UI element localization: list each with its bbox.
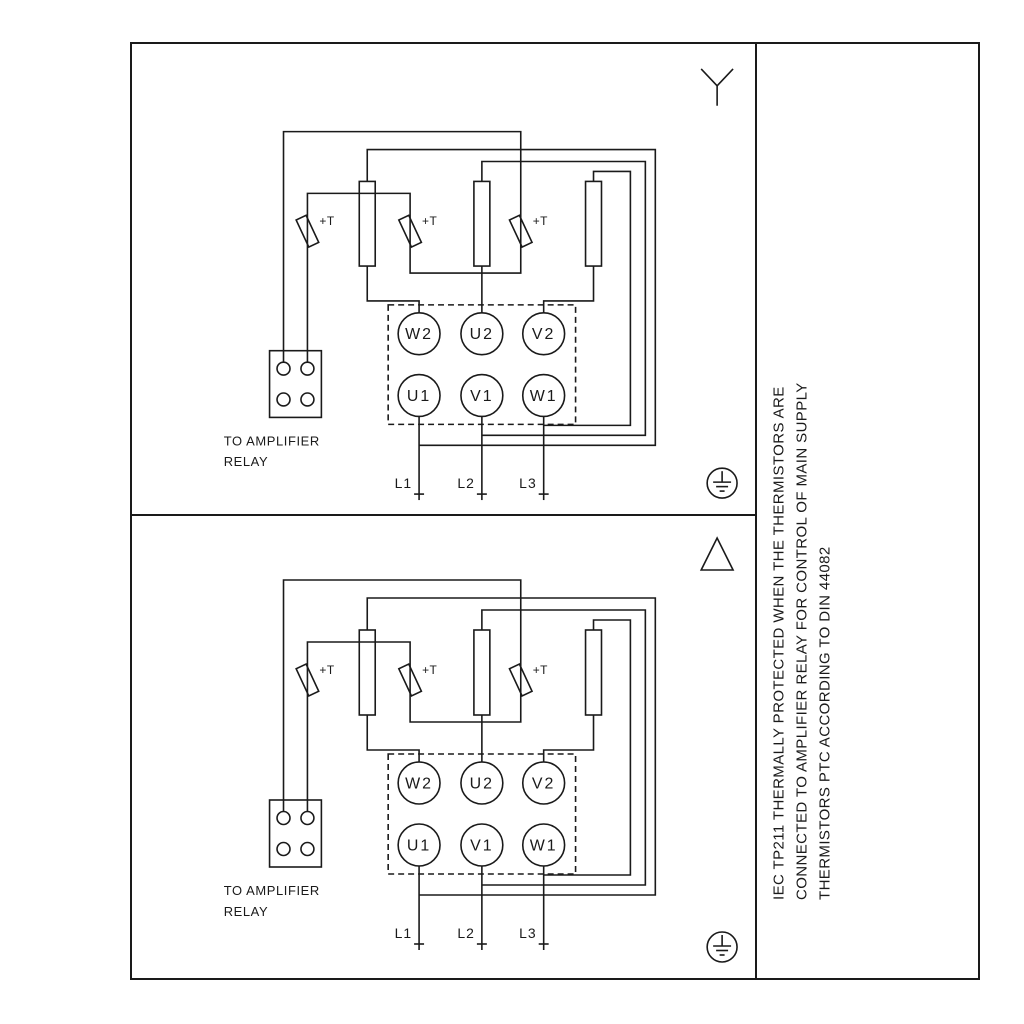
winding3-coil-icon [584,180,603,267]
supply-l3-label: L3 [519,475,537,491]
thermistor1-label: +T [319,214,334,228]
relay-note-line1: TO AMPLIFIER [224,433,320,448]
winding3-bottom-wire [542,715,595,762]
winding1-top-wire [366,148,657,447]
winding1-bottom-wire [366,266,420,313]
terminal-v2-label: V2 [532,775,555,792]
winding3-top-wire [543,619,632,876]
terminal-w1-label: W1 [530,388,558,405]
relay-terminal [300,392,315,407]
thermistor2-icon [397,214,423,249]
delta-connection-panel: +T +T +T W2 U2 V2 U1 V1 W1 TO AMPLIFIER … [132,516,755,978]
side-note-line: CONNECTED TO AMPLIFIER RELAY FOR CONTROL… [793,382,811,900]
relay-terminal-box [268,799,323,868]
terminal-v2-label: V2 [532,326,555,343]
star-connection-panel: +T +T +T W2 U2 V2 U1 V1 W1 TO AMPLIFIER … [132,44,755,514]
thermistor1-icon [295,214,320,249]
supply-l1-label: L1 [395,475,413,491]
terminal-v1-label: V1 [470,388,493,405]
winding2-top-wire [481,160,647,437]
terminal-v2 [521,312,566,356]
relay-terminal [300,841,315,857]
relay-terminal [276,361,291,376]
terminal-u2-label: U2 [470,775,494,792]
thermistor3-icon [508,663,534,697]
winding3-top-wire [543,170,632,427]
thermistor1-label: +T [319,663,334,677]
relay-note-line1: TO AMPLIFIER [224,883,320,898]
supply-l2-label: L2 [457,925,475,941]
supply-l1-label: L1 [395,925,413,941]
diagram-frame: +T +T +T W2 U2 V2 U1 V1 W1 TO AMPLIFIER … [130,42,980,980]
relay-terminal [276,810,291,826]
terminal-w2 [397,312,441,356]
thermistor-chain-wire [282,579,522,812]
star-symbol-icon [700,68,734,106]
panel-divider-horizontal [132,514,757,516]
side-note: IEC TP211 THERMALLY PROTECTED WHEN THE T… [768,360,837,900]
winding1-coil-icon [358,629,377,716]
terminal-u2-label: U2 [470,326,494,343]
ground-icon [706,467,738,499]
supply-l3-label: L3 [519,925,537,941]
winding1-bottom-wire [366,715,420,762]
delta-symbol-icon [699,536,735,571]
thermistor1-icon [295,663,320,697]
terminal-w1 [521,373,566,418]
side-note-line: THERMISTORS PTC ACCORDING TO DIN 44082 [816,546,834,900]
note-sidebar: IEC TP211 THERMALLY PROTECTED WHEN THE T… [757,44,978,978]
terminal-block-outline [387,753,577,875]
thermistor2-icon [397,663,423,697]
terminal-u1-label: U1 [407,388,431,405]
circuit [268,130,657,501]
ground-icon [706,931,738,963]
star-wiring-diagram: +T +T +T W2 U2 V2 U1 V1 W1 TO AMPLIFIER … [224,68,738,501]
winding1-top-wire [366,597,657,896]
thermistor3-label: +T [533,663,548,677]
terminal-w2 [397,761,441,805]
terminal-u1 [397,373,441,418]
terminal-u1-label: U1 [407,837,431,854]
panel-divider-vertical [755,44,757,978]
delta-wiring-diagram: +T +T +T W2 U2 V2 U1 V1 W1 TO AMPLIFIER … [224,536,738,963]
thermistor3-icon [508,214,534,249]
winding2-coil-icon [473,629,491,716]
circuit [268,579,657,950]
terminal-w1-label: W1 [530,837,558,854]
winding1-coil-icon [358,180,377,267]
relay-terminal [276,841,291,857]
supply-l2-label: L2 [457,475,475,491]
terminal-w2-label: W2 [405,326,433,343]
winding3-coil-icon [584,629,603,716]
terminal-block-outline [387,304,577,426]
relay-terminal-box [268,349,323,419]
terminal-v1 [460,373,504,418]
terminal-v1-label: V1 [470,837,493,854]
winding2-coil-icon [473,180,491,267]
relay-note-line2: RELAY [224,454,268,469]
relay-note-line2: RELAY [224,904,268,919]
relay-terminal [300,361,315,376]
terminal-v1 [460,823,504,867]
terminal-u2 [460,312,504,356]
terminal-v2 [521,761,566,805]
relay-terminal [300,810,315,826]
thermistor2-label: +T [422,663,437,677]
winding3-bottom-wire [542,266,595,313]
terminal-u2 [460,761,504,805]
terminal-u1 [397,823,441,867]
terminal-w2-label: W2 [405,775,433,792]
relay-terminal [276,392,291,407]
side-note-line: IEC TP211 THERMALLY PROTECTED WHEN THE T… [770,386,788,900]
labels: +T +T +T W2 U2 V2 U1 V1 W1 TO AMPLIFIER … [224,663,558,941]
winding2-top-wire [481,609,647,886]
thermistor3-label: +T [533,214,548,228]
terminal-w1 [521,823,566,867]
thermistor2-label: +T [422,214,437,228]
thermistor-chain-wire [282,130,522,363]
